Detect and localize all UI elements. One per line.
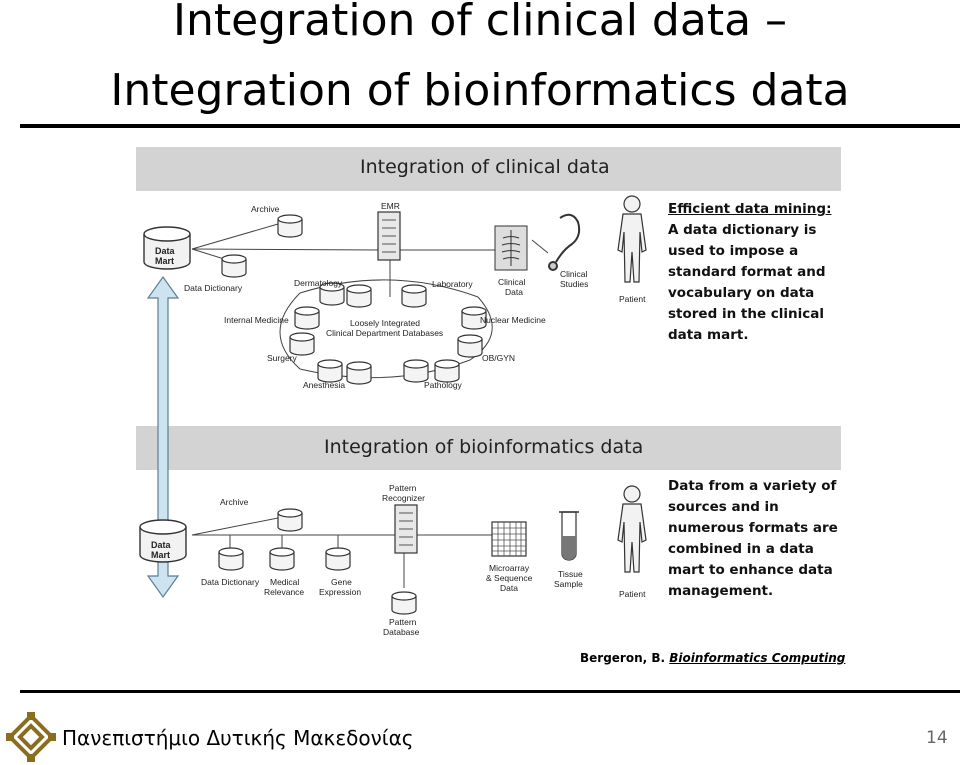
bioinformatics-note: Data from a variety of sources and in nu… [668, 476, 838, 602]
clinical-note-line-4: standard format and [668, 264, 826, 280]
citation-author: Bergeron, B. [580, 651, 666, 665]
microarray-grid-icon [491, 521, 527, 557]
tissue-sample-label-1: Tissue [558, 569, 583, 579]
tissue-sample-tube-icon [559, 511, 579, 561]
pathology-db-icon [403, 359, 429, 383]
bio-note-line-4: combined in a data [668, 541, 814, 557]
clinical-note-line-6: stored in the clinical [668, 306, 825, 322]
university-logo-icon [6, 712, 56, 762]
bio-data-mart-label-2: Mart [151, 550, 170, 560]
stethoscope-icon [548, 213, 581, 271]
microarray-label-3: Data [500, 583, 518, 593]
medical-relevance-db-icon [269, 547, 295, 571]
double-arrow-icon [146, 275, 180, 599]
bio-archive-db-icon [277, 508, 303, 532]
bioinformatics-band [136, 426, 841, 470]
anesthesia-db-icon [317, 359, 343, 383]
obgyn-label: OB/GYN [482, 353, 515, 363]
bio-note-line-5: mart to enhance data [668, 562, 833, 578]
clinical-data-label-1: Clinical [498, 277, 526, 287]
loosely-integrated-label-2: Clinical Department Databases [326, 328, 443, 338]
footer-divider [20, 690, 960, 693]
title-divider [20, 124, 960, 128]
surgery-db-icon [289, 332, 315, 356]
microarray-label-2: & Sequence [486, 573, 533, 583]
clinical-db3-icon [434, 359, 460, 383]
medical-relevance-label-1: Medical [270, 577, 299, 587]
clinical-db-icon [346, 284, 372, 308]
bio-data-mart-icon [139, 519, 187, 563]
surgery-label: Surgery [267, 353, 298, 363]
citation-title: Bioinformatics Computing [669, 651, 846, 665]
clinical-db2-icon [346, 361, 372, 385]
gene-expression-label-2: Expression [319, 587, 361, 597]
clinical-data-mart-label-1: Data [155, 246, 176, 256]
laboratory-db-icon [401, 284, 427, 308]
clinical-studies-label-1: Clinical [560, 269, 588, 279]
archive-db-icon [277, 214, 303, 238]
clinical-band [136, 147, 841, 191]
laboratory-label: Laboratory [432, 279, 473, 289]
internal-medicine-label: Internal Medicine [224, 315, 289, 325]
bioinformatics-band-title: Integration of bioinformatics data [324, 436, 644, 458]
chest-xray-icon [494, 225, 528, 271]
bio-patient-figure-icon [617, 485, 647, 573]
footer-university-name: Πανεπιστήμιο Δυτικής Μακεδονίας [62, 726, 414, 750]
clinical-note-line-1: Efficient data mining: [668, 201, 832, 217]
bio-patient-label: Patient [619, 589, 646, 599]
pathology-label: Pathology [424, 380, 463, 390]
pattern-database-label-1: Pattern [389, 617, 417, 627]
pattern-database-label-2: Database [383, 627, 420, 637]
archive-label: Archive [251, 204, 280, 214]
pattern-recognizer-server-icon [394, 504, 418, 554]
clinical-note: Efficient data mining: A data dictionary… [668, 199, 831, 346]
emr-server-icon [377, 211, 401, 261]
internal-medicine-db-icon [294, 306, 320, 330]
bio-note-line-6: management. [668, 583, 774, 599]
emr-label: EMR [381, 201, 400, 211]
pattern-recognizer-label-2: Recognizer [382, 493, 425, 503]
pattern-recognizer-label-1: Pattern [389, 483, 417, 493]
bio-data-dictionary-db-icon [218, 547, 244, 571]
loosely-integrated-label-1: Loosely Integrated [350, 318, 420, 328]
clinical-note-line-7: data mart. [668, 327, 749, 343]
slide-title-line2: Integration of bioinformatics data [110, 65, 850, 116]
bio-note-line-3: numerous formats are [668, 520, 838, 536]
anesthesia-label: Anesthesia [303, 380, 345, 390]
patient-figure-icon [617, 195, 647, 283]
clinical-note-line-3: used to impose a [668, 243, 799, 259]
patient-label: Patient [619, 294, 646, 304]
tissue-sample-label-2: Sample [554, 579, 583, 589]
clinical-note-line-5: vocabulary on data [668, 285, 815, 301]
clinical-studies-label-2: Studies [560, 279, 588, 289]
gene-expression-label-1: Gene [331, 577, 352, 587]
clinical-data-mart-label-2: Mart [155, 256, 174, 266]
medical-relevance-label-2: Relevance [264, 587, 304, 597]
bio-data-mart-label-1: Data [151, 540, 172, 550]
microarray-label-1: Microarray [489, 563, 530, 573]
bio-note-line-1: Data from a variety of [668, 478, 837, 494]
dermatology-label: Dermatology [294, 278, 343, 288]
data-dictionary-db-icon [221, 254, 247, 278]
data-dictionary-label: Data Dictionary [184, 283, 243, 293]
citation: Bergeron, B. Bioinformatics Computing [580, 651, 845, 665]
slide-title-line1: Integration of clinical data – [172, 0, 788, 46]
pattern-database-icon [391, 591, 417, 615]
clinical-data-mart-icon [143, 226, 191, 270]
obgyn-db-icon [457, 334, 483, 358]
bio-archive-label: Archive [220, 497, 249, 507]
nuclear-medicine-label: Nuclear Medicine [480, 315, 546, 325]
page-number: 14 [926, 728, 948, 748]
bio-note-line-2: sources and in [668, 499, 779, 515]
bio-data-dictionary-label: Data Dictionary [201, 577, 260, 587]
clinical-data-label-2: Data [505, 287, 523, 297]
clinical-note-line-2: A data dictionary is [668, 222, 817, 238]
clinical-band-title: Integration of clinical data [360, 156, 610, 178]
gene-expression-db-icon [325, 547, 351, 571]
